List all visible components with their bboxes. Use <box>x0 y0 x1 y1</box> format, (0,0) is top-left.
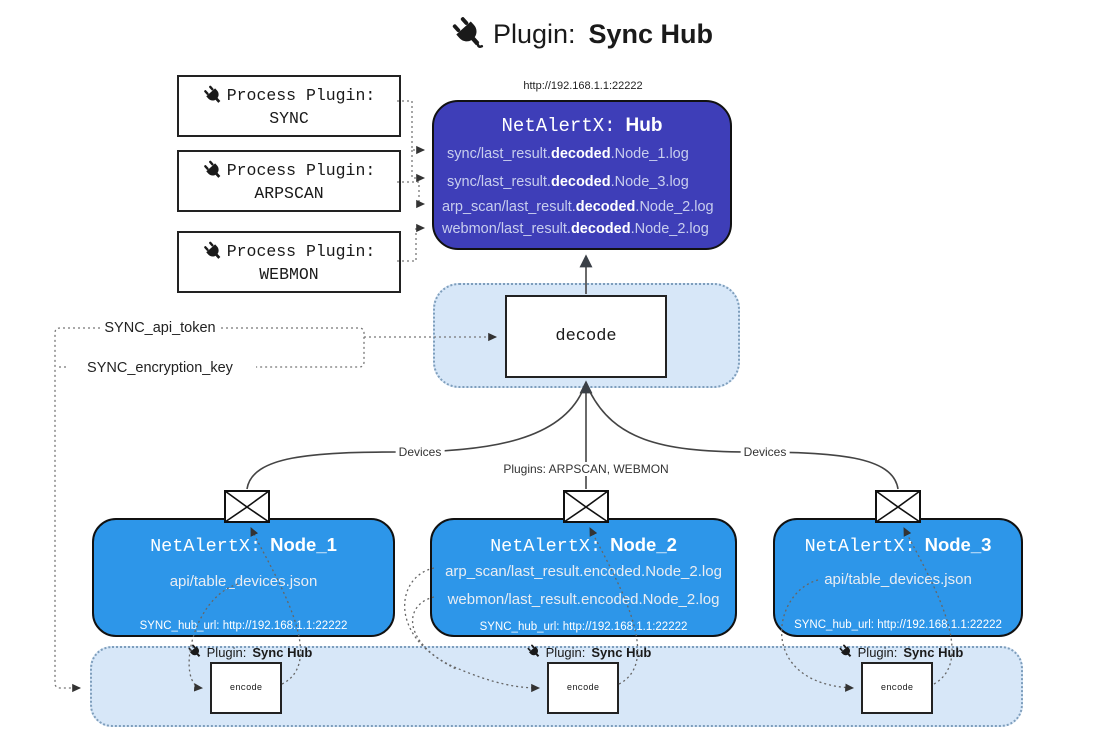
encode-plugin-label: Plugin:Sync Hub <box>527 644 651 660</box>
node-title: NetAlertX:Node_1 <box>150 534 337 557</box>
node-hub-url: SYNC_hub_url: http://192.168.1.1:22222 <box>794 619 1002 631</box>
node-title: NetAlertX:Node_2 <box>490 534 677 557</box>
plug-icon <box>203 241 221 259</box>
hub-log-line: sync/last_result.decoded.Node_1.log <box>447 146 689 162</box>
node-file-line: api/table_devices.json <box>169 573 318 590</box>
node-title: NetAlertX:Node_3 <box>804 534 992 557</box>
config-label-encryption-key: SYNC_encryption_key <box>83 360 237 376</box>
node-file-line: api/table_devices.json <box>824 571 972 588</box>
process-plugin-name: SYNC <box>269 108 309 128</box>
hub-log-line: arp_scan/last_result.decoded.Node_2.log <box>442 199 714 215</box>
process-plugin-label: Process Plugin: <box>203 85 375 107</box>
envelope-icon <box>224 490 270 523</box>
plug-icon <box>527 644 540 657</box>
config-label-api-token: SYNC_api_token <box>100 320 220 336</box>
edge-label-devices-left: Devices <box>395 445 445 459</box>
encode-box: encode <box>547 662 619 714</box>
envelope-icon <box>875 490 921 523</box>
title-name: Sync Hub <box>588 18 714 49</box>
edge-label-devices-right: Devices <box>740 445 790 459</box>
encode-plugin-label: Plugin:Sync Hub <box>188 644 312 660</box>
encode-box: encode <box>861 662 933 714</box>
node-box-node2: NetAlertX:Node_2 arp_scan/last_result.en… <box>430 518 737 637</box>
decode-box: decode <box>505 295 667 378</box>
process-plugin-label: Process Plugin: <box>203 160 375 182</box>
encode-box: encode <box>210 662 282 714</box>
page-title: Plugin: Sync Hub <box>451 16 713 52</box>
plug-icon <box>203 160 221 178</box>
process-plugin-box-sync: Process Plugin: SYNC <box>177 75 401 137</box>
node-hub-url: SYNC_hub_url: http://192.168.1.1:22222 <box>139 620 348 632</box>
process-plugin-box-arpscan: Process Plugin: ARPSCAN <box>177 150 401 212</box>
hub-title: NetAlertX:Hub <box>501 115 663 137</box>
node-file-line: webmon/last_result.encoded.Node_2.log <box>447 591 720 608</box>
plug-icon <box>452 17 484 48</box>
process-plugin-label: Process Plugin: <box>203 241 375 263</box>
node-box-node1: NetAlertX:Node_1 api/table_devices.json … <box>92 518 395 637</box>
hub-url-label: http://192.168.1.1:22222 <box>523 80 643 92</box>
plug-icon <box>839 644 852 657</box>
process-plugin-box-webmon: Process Plugin: WEBMON <box>177 231 401 293</box>
hub-box: NetAlertX:Hub sync/last_result.decoded.N… <box>432 100 732 250</box>
envelope-icon <box>563 490 609 523</box>
plug-icon <box>203 85 221 103</box>
node-box-node3: NetAlertX:Node_3 api/table_devices.json … <box>773 518 1023 637</box>
process-plugin-name: WEBMON <box>259 264 319 284</box>
process-plugin-name: ARPSCAN <box>254 183 324 203</box>
hub-log-line: webmon/last_result.decoded.Node_2.log <box>442 221 709 237</box>
title-prefix: Plugin: <box>492 18 576 49</box>
edge-label-plugins: Plugins: ARPSCAN, WEBMON <box>500 462 672 476</box>
plug-icon <box>188 644 201 657</box>
encode-plugin-label: Plugin:Sync Hub <box>839 644 963 660</box>
node-file-line: arp_scan/last_result.encoded.Node_2.log <box>445 563 722 580</box>
node-hub-url: SYNC_hub_url: http://192.168.1.1:22222 <box>479 621 688 633</box>
hub-log-line: sync/last_result.decoded.Node_3.log <box>447 174 689 190</box>
